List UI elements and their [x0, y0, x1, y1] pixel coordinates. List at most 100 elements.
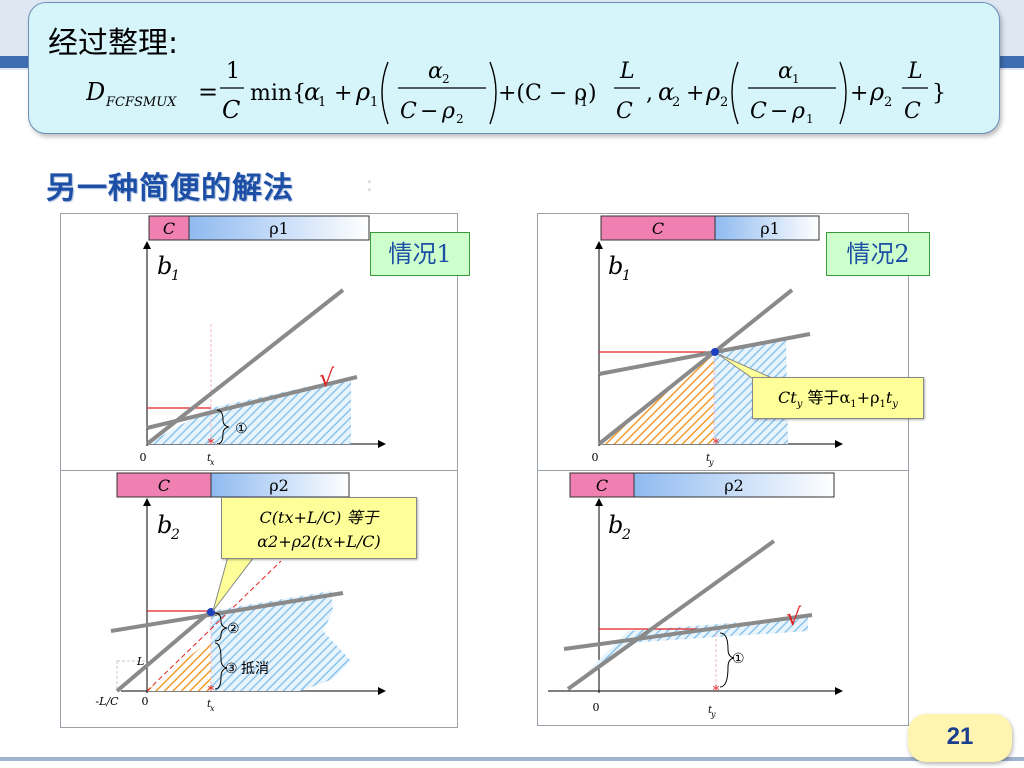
t-axis: t [706, 453, 711, 464]
callout-ct: Ct [778, 388, 797, 407]
formula-plus2: + [686, 81, 704, 106]
formula-frac1-c: C [400, 99, 417, 124]
formula-plus1: + [334, 81, 352, 106]
header-rho-cell [210, 472, 350, 498]
panel-case4: C ρ2 ① √ * b 2 0 t y [537, 470, 909, 726]
ty-marker: * [713, 437, 720, 452]
shallow-line [563, 613, 813, 651]
shallow-line [146, 375, 358, 430]
case1-label-box: 情况1 [370, 232, 470, 276]
formula-c3: C [904, 99, 921, 124]
formula-rho3-sub: 2 [884, 95, 892, 110]
formula-rho2-sub: 2 [720, 95, 728, 110]
steep-line [115, 609, 213, 693]
formula-c-denom: C [222, 96, 240, 124]
t-axis: t [708, 705, 713, 716]
bottom-rule [0, 757, 1024, 761]
header-rho-cell [633, 472, 835, 498]
formula-frac1-num-sub: 2 [442, 72, 450, 86]
t-sub: y [708, 458, 714, 467]
formula-one: 1 [226, 59, 240, 84]
b-sub: 1 [622, 268, 631, 284]
callout-rho-sub: 1 [879, 399, 886, 411]
formula-rho1-sub: 1 [370, 95, 378, 110]
check-mark: √ [786, 603, 802, 631]
formula-frac2-num-sub: 1 [792, 72, 800, 86]
marker-1: ① [235, 421, 248, 437]
marker-2: ② [227, 621, 240, 637]
formula-frac2-num: α [778, 59, 793, 84]
case2-label: 情况2 [846, 240, 910, 268]
b-sub: 2 [621, 527, 631, 543]
formula-eq: = [198, 78, 218, 106]
page-number-box: 21 [908, 714, 1012, 762]
hatched-area [568, 617, 808, 691]
shallow-line [598, 332, 811, 376]
check-mark: √ [319, 364, 335, 392]
formula-frac1-rho-sub: 2 [456, 112, 464, 126]
dashed-line [146, 560, 282, 692]
formula-close-brace: } [932, 81, 946, 106]
callout-t: t [885, 388, 893, 407]
header-c: C [163, 219, 175, 238]
hatched-area [147, 377, 351, 444]
formula-rho1: ρ [355, 78, 370, 106]
t-sub: x [210, 458, 215, 467]
formula-comma: , [646, 81, 653, 106]
header-c: C [158, 476, 170, 495]
t-sub: x [210, 704, 215, 713]
formula-frac2-c: C [750, 99, 767, 124]
slide-title: 经过整理: [48, 26, 179, 61]
formula-cp-close: ) [588, 81, 597, 106]
callout-line1: C(tx+L/C) 等于 [259, 508, 379, 527]
b-label: b [157, 511, 172, 539]
steep-line [566, 539, 776, 691]
callout-plus-rho: +ρ [856, 388, 880, 407]
formula-alpha2: α [658, 78, 674, 106]
formula-alpha2-sub: 2 [672, 95, 680, 110]
subtitle-colon: : [366, 172, 373, 196]
formula-frac2-rho: ρ [791, 99, 805, 124]
intersection-dot [711, 348, 719, 356]
callout-t-sub: y [892, 399, 898, 411]
marker-1: ① [732, 651, 745, 667]
case2-callout: Cty 等于α1+ρ1ty [752, 377, 924, 419]
section-subtitle: 另一种简便的解法 [46, 171, 294, 206]
b-sub: 2 [170, 527, 180, 543]
formula-frac2-minus: − [770, 99, 788, 124]
cancel-label: 抵消 [241, 661, 269, 677]
formula-frac1-minus: − [420, 99, 438, 124]
formula-alpha1: α [304, 78, 320, 106]
header-rho-cell [714, 215, 820, 241]
formula-cp: +(C − ρ [498, 81, 587, 106]
formula-alpha1-sub: 1 [318, 95, 326, 110]
case1-label: 情况1 [388, 240, 452, 268]
formula-c2: C [616, 99, 633, 124]
header-c: C [596, 476, 608, 495]
case2-label-box: 情况2 [826, 232, 930, 276]
formula-lhs-sub: FCFSMUX [105, 95, 177, 110]
formula-plus3: + [850, 81, 868, 106]
callout-a-sub: 1 [850, 399, 857, 411]
b-label: b [608, 252, 623, 280]
header-c: C [652, 219, 664, 238]
header-rho: ρ1 [269, 219, 289, 238]
formula-rho3: ρ [869, 78, 884, 106]
formula-frac2-rho-sub: 1 [806, 112, 814, 126]
header-rho: ρ2 [269, 476, 289, 495]
l-label: L [136, 655, 144, 668]
callout-mid: 等于α [802, 388, 851, 407]
callout-line2: α2+ρ2(tx+L/C) [257, 532, 381, 551]
b-label: b [157, 252, 172, 280]
header-rho: ρ1 [760, 219, 780, 238]
neg-lc-label: -L/C [95, 695, 119, 708]
page-number: 21 [946, 723, 974, 750]
formula-l2: L [907, 59, 923, 84]
formula-frac1-num: α [428, 59, 443, 84]
t-axis: t [207, 453, 212, 464]
origin: 0 [140, 451, 147, 464]
tx-marker: * [208, 684, 215, 699]
formula-rho2: ρ [705, 78, 720, 106]
b-sub: 1 [171, 268, 180, 284]
formula-cp-sub: 1 [580, 95, 588, 110]
